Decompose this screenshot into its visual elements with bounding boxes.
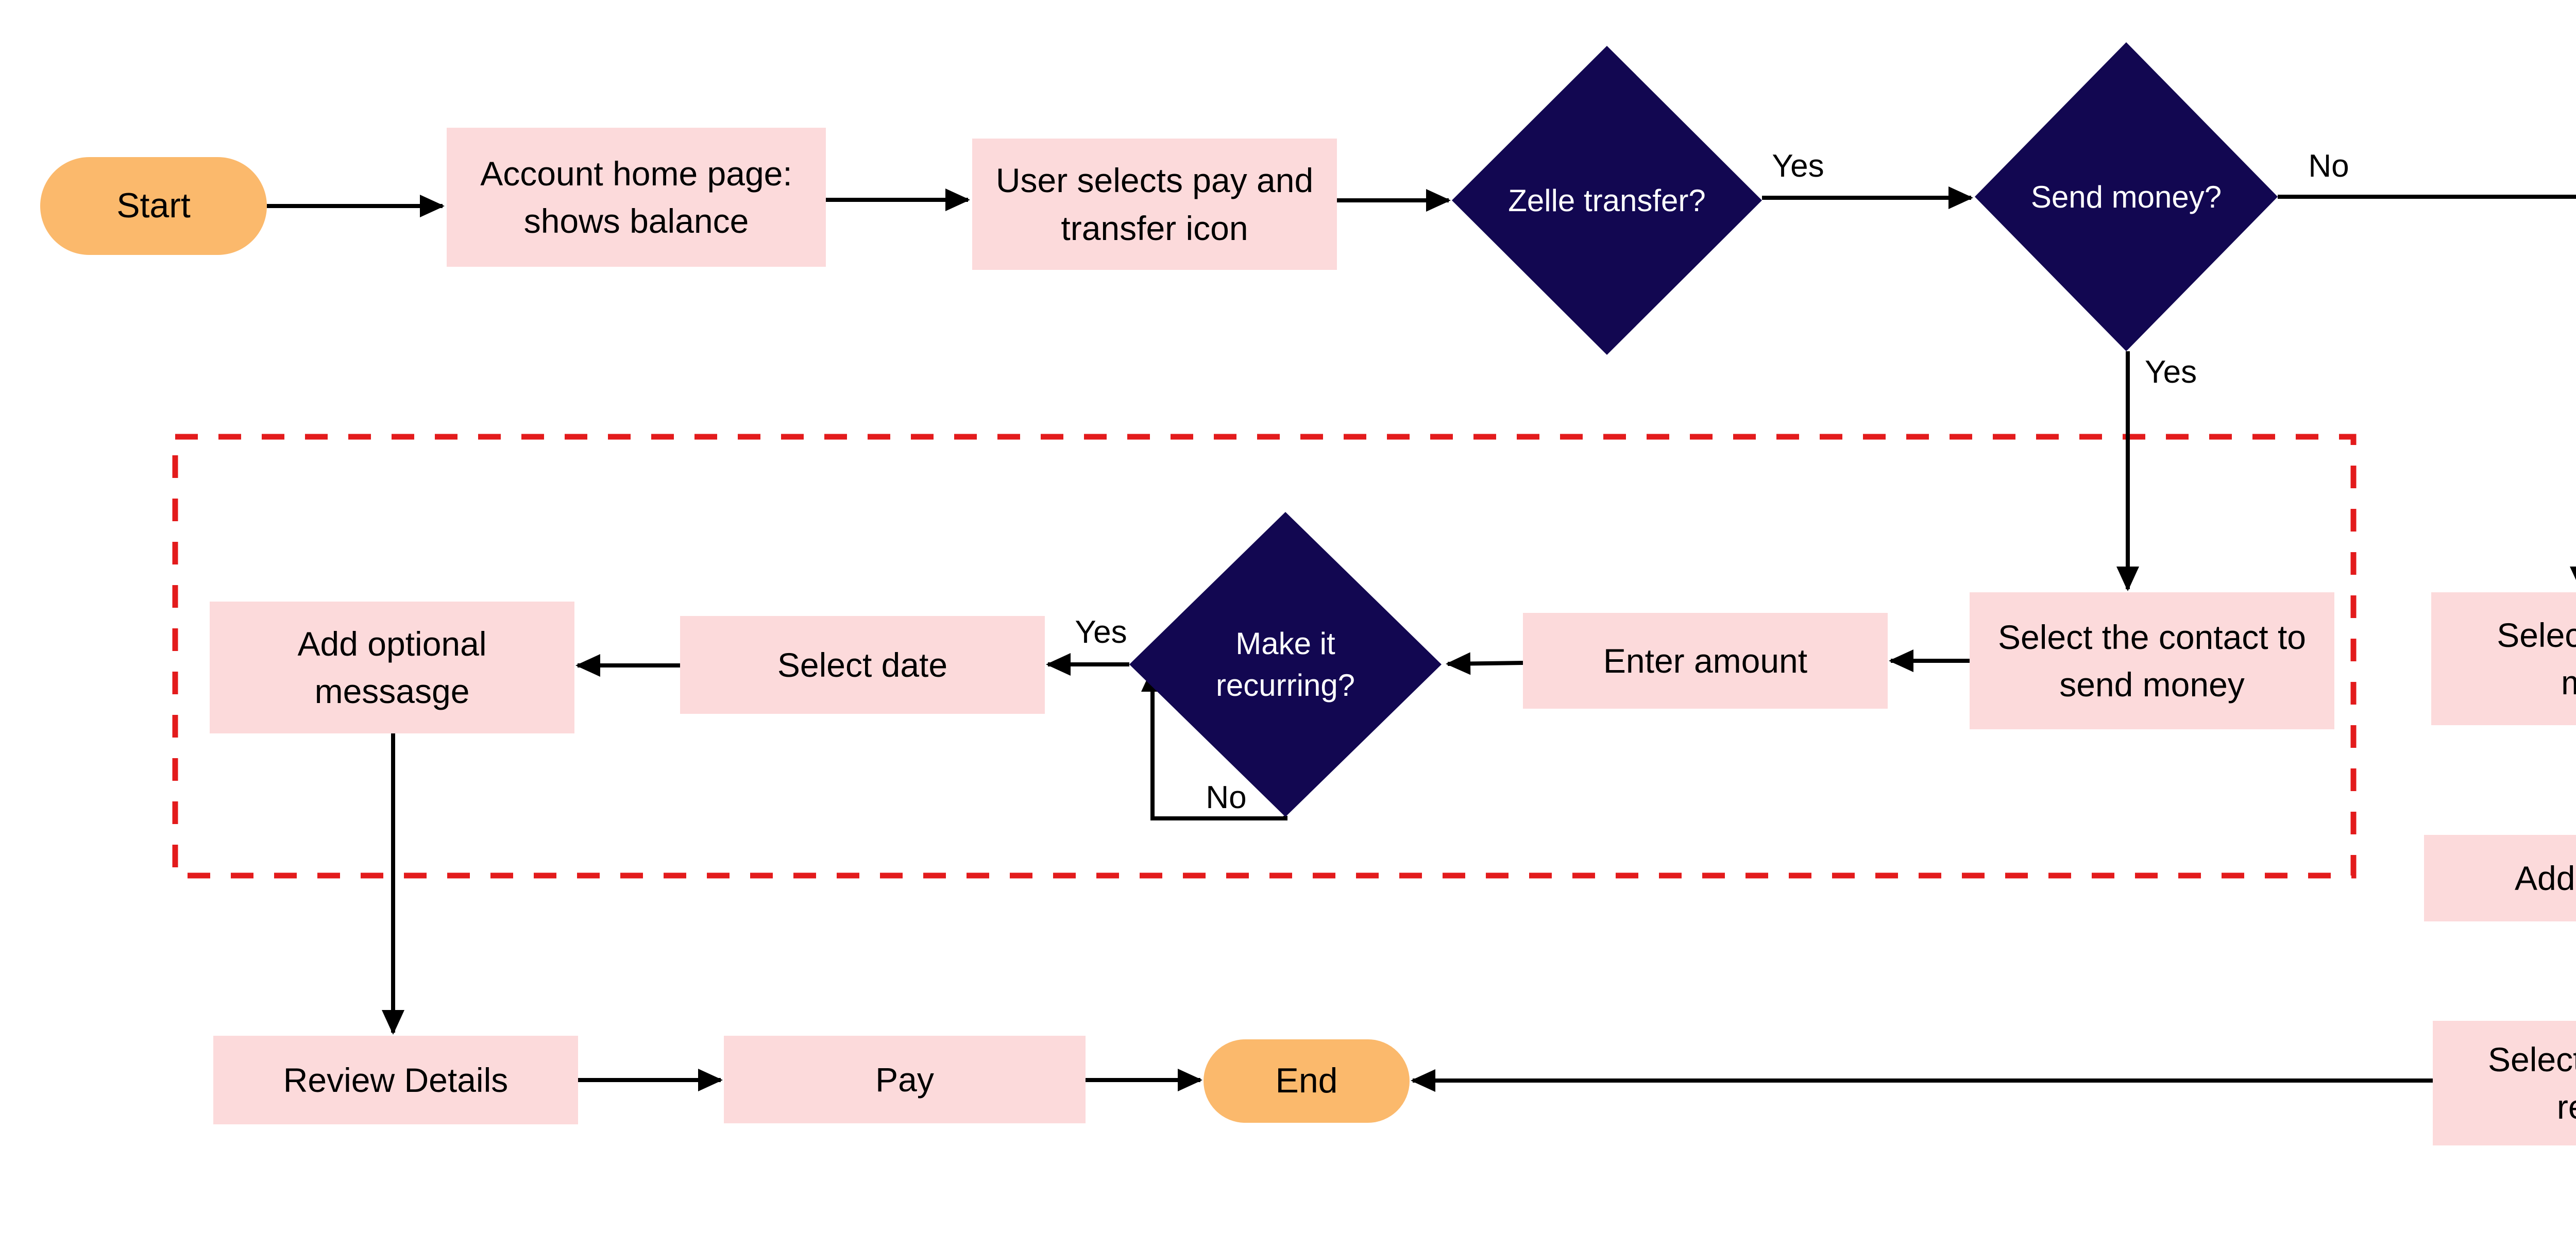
node-add-message-label: Add optional messasge <box>297 624 487 710</box>
node-enter-amount-label: Enter amount <box>1603 641 1808 680</box>
node-enter-amount: Enter amount <box>1523 613 1888 709</box>
node-make-recurring-shape <box>1129 512 1442 817</box>
node-pay-transfer: User selects pay and transfer icon <box>972 139 1337 270</box>
edge-label-recurring-no: No <box>1206 779 1247 815</box>
node-add-amount: Add amount <box>2424 835 2576 921</box>
edge-label-send-money-no: No <box>2308 148 2349 184</box>
node-add-amount-label: Add amount <box>2515 859 2575 897</box>
node-zelle-transfer-label: Zelle transfer? <box>1508 183 1706 218</box>
node-account-home-label: Account home page: shows balance <box>480 154 792 240</box>
node-select-contact-request: Select contact to request <box>2433 1021 2576 1145</box>
node-select-date: Select date <box>680 616 1045 714</box>
node-review-details: Review Details <box>213 1036 578 1124</box>
edge-label-recurring-yes: Yes <box>1075 614 1127 650</box>
node-start: Start <box>40 157 267 255</box>
node-make-recurring-label: Make it recurring? <box>1215 626 1355 703</box>
node-pay-label: Pay <box>875 1060 934 1099</box>
edge-label-zelle-yes: Yes <box>1772 148 1824 184</box>
node-select-request-money: Select Request money <box>2431 592 2576 725</box>
node-select-contact-request-label: Select contact to request <box>2488 1040 2576 1126</box>
node-pay-transfer-label: User selects pay and transfer icon <box>995 161 1314 247</box>
edge-enteramount-to-recurring <box>1446 652 1523 675</box>
node-add-message: Add optional messasge <box>210 602 574 733</box>
node-end: End <box>1204 1039 1410 1123</box>
node-send-money-shape <box>1975 42 2278 351</box>
edge-label-send-money-yes: Yes <box>2145 354 2197 390</box>
node-end-label: End <box>1275 1061 1338 1101</box>
edge-recurring-no-loop <box>1141 667 1287 820</box>
node-start-label: Start <box>116 186 191 226</box>
node-select-contact-send-label: Select the contact to send money <box>1997 618 2307 704</box>
node-pay: Pay <box>724 1036 1086 1123</box>
node-zelle-transfer-shape <box>1452 46 1762 355</box>
node-select-contact-send: Select the contact to send money <box>1970 592 2334 729</box>
node-select-request-money-label: Select Request money <box>2497 615 2576 701</box>
node-account-home: Account home page: shows balance <box>447 128 826 267</box>
node-send-money-label: Send money? <box>2030 179 2222 214</box>
node-select-date-label: Select date <box>777 645 948 684</box>
node-review-details-label: Review Details <box>283 1060 509 1099</box>
edge-sendmoney-no-to-selectrequest <box>2278 195 2576 591</box>
recurring-group-border <box>172 434 2357 879</box>
